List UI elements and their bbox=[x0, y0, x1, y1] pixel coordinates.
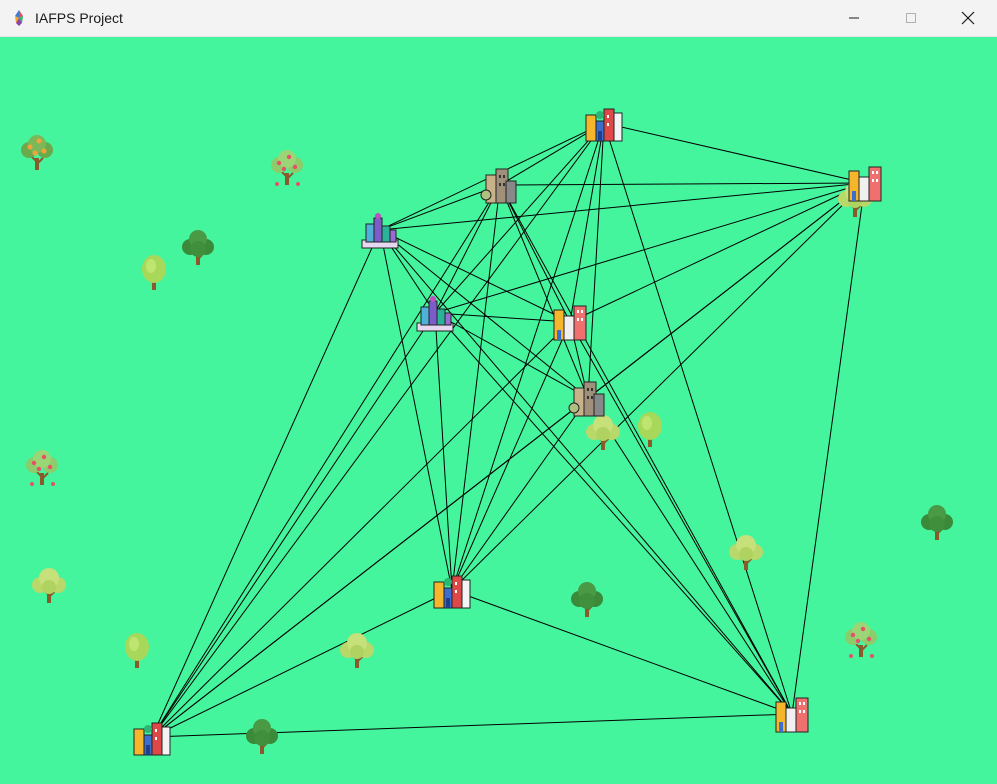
dark-green-tree-icon bbox=[182, 230, 214, 265]
purple-skyline-icon[interactable] bbox=[360, 210, 400, 250]
app-logo-icon bbox=[15, 10, 23, 26]
apple-tree-icon bbox=[845, 622, 877, 658]
road-edge bbox=[151, 321, 571, 738]
dark-green-tree-icon bbox=[921, 505, 953, 540]
apple-tree-icon bbox=[271, 150, 303, 186]
tan-buildings-icon[interactable] bbox=[568, 378, 608, 418]
road-edge bbox=[791, 182, 866, 715]
road-edge bbox=[434, 184, 501, 314]
maximize-icon bbox=[906, 13, 916, 23]
road-edge bbox=[151, 182, 866, 738]
dark-green-tree-icon bbox=[571, 582, 603, 617]
lime-tree-icon bbox=[125, 633, 149, 668]
road-edge bbox=[569, 122, 605, 323]
road-edge bbox=[434, 312, 453, 591]
road-edge bbox=[379, 229, 589, 399]
bright-skyline-icon[interactable] bbox=[132, 717, 172, 757]
bright-skyline-icon[interactable] bbox=[432, 570, 472, 610]
road-edge bbox=[499, 184, 589, 399]
close-button[interactable] bbox=[939, 0, 997, 36]
colorful-towers-icon[interactable] bbox=[845, 163, 885, 203]
flowering-tree-icon bbox=[21, 135, 53, 170]
road-edge bbox=[151, 589, 453, 738]
minimize-icon bbox=[849, 17, 859, 19]
road-edge bbox=[151, 312, 436, 738]
minimize-button[interactable] bbox=[825, 0, 883, 36]
dark-green-tree-icon bbox=[246, 719, 278, 754]
title-bar: IAFPS Project bbox=[0, 0, 997, 37]
road-edge bbox=[434, 312, 793, 715]
road-edge bbox=[379, 229, 793, 715]
road-edge bbox=[451, 589, 793, 715]
colorful-towers-icon[interactable] bbox=[550, 302, 590, 342]
road-edge bbox=[587, 122, 605, 399]
road-edge bbox=[379, 229, 453, 591]
road-edge bbox=[499, 182, 866, 186]
road-edge bbox=[499, 184, 571, 323]
close-icon bbox=[961, 11, 975, 25]
light-green-tree-icon bbox=[340, 633, 374, 668]
road-edge bbox=[379, 229, 571, 323]
map-canvas[interactable] bbox=[0, 37, 997, 784]
colorful-towers-icon[interactable] bbox=[772, 694, 812, 734]
tan-buildings-icon[interactable] bbox=[480, 165, 520, 205]
window-title: IAFPS Project bbox=[35, 10, 123, 26]
maximize-button[interactable] bbox=[882, 0, 940, 36]
light-green-tree-icon bbox=[32, 568, 66, 603]
lime-tree-icon bbox=[142, 255, 166, 290]
road-edge bbox=[451, 182, 866, 591]
road-edge bbox=[569, 321, 793, 715]
road-edge bbox=[499, 184, 793, 715]
bright-skyline-icon[interactable] bbox=[584, 103, 624, 143]
road-edge bbox=[451, 321, 571, 591]
road-edge bbox=[603, 122, 793, 715]
road-edge bbox=[379, 184, 501, 231]
road-edge bbox=[379, 182, 866, 231]
road-edge bbox=[603, 122, 866, 184]
road-edge bbox=[151, 122, 605, 738]
purple-skyline-icon[interactable] bbox=[415, 293, 455, 333]
road-edge bbox=[451, 184, 501, 591]
road-edge bbox=[151, 229, 381, 738]
light-green-tree-icon bbox=[586, 415, 620, 450]
city-network-edges bbox=[151, 122, 866, 738]
road-edge bbox=[434, 182, 866, 314]
lime-tree-icon bbox=[638, 412, 662, 447]
road-edge bbox=[434, 312, 571, 323]
road-edge bbox=[451, 122, 605, 591]
road-edge bbox=[451, 397, 589, 591]
road-edge bbox=[587, 397, 793, 715]
road-edge bbox=[434, 312, 589, 399]
apple-tree-icon bbox=[26, 450, 58, 486]
road-edge bbox=[569, 182, 866, 323]
light-green-tree-icon bbox=[729, 535, 763, 570]
road-edge bbox=[151, 184, 501, 738]
road-edge bbox=[434, 122, 605, 314]
